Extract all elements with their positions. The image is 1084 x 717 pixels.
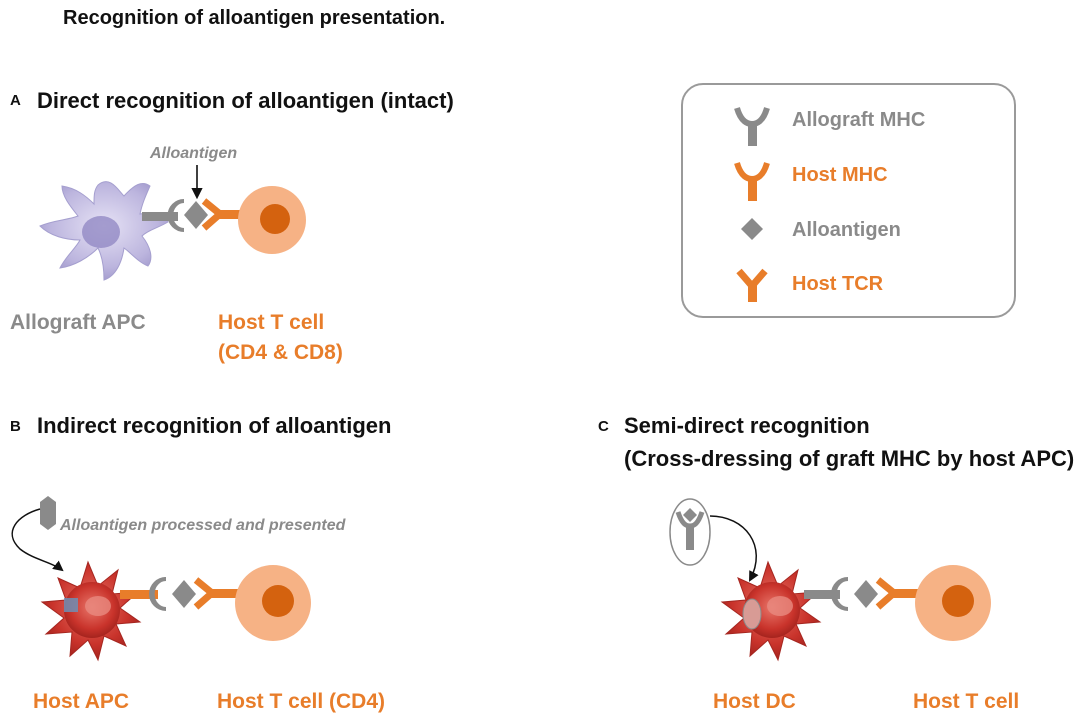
host-tcell-c-nucleus — [942, 585, 974, 617]
host-mhc-icon-b — [120, 577, 167, 611]
panel-b-process-label: Alloantigen processed and presented — [60, 517, 346, 534]
host-tcell-label-a-line1: Host T cell — [218, 311, 325, 334]
host-tcr-icon-c — [875, 577, 918, 610]
alloantigen-icon-b — [172, 580, 196, 608]
host-tcr-icon — [736, 268, 768, 302]
legend-box — [681, 83, 1016, 318]
host-tcr-icon-a — [201, 198, 242, 231]
legend-label-allograft-mhc: Allograft MHC — [792, 109, 926, 131]
host-tcell-label-c: Host T cell — [913, 690, 1020, 713]
allograft-mhc-icon — [734, 107, 770, 146]
panel-c-letter: C — [598, 418, 609, 435]
engulfed-vesicle-c — [742, 598, 762, 630]
panel-a-alloantigen-label: Alloantigen — [150, 145, 238, 162]
host-tcell-a-nucleus — [260, 204, 290, 234]
cross-dressing-arrow-c — [709, 515, 759, 582]
host-tcell-label-a-line2: (CD4 & CD8) — [218, 341, 343, 364]
panel-c-subtitle: (Cross-dressing of graft MHC by host APC… — [624, 446, 1075, 471]
panel-a-letter: A — [10, 92, 21, 109]
allograft-apc-cell — [39, 181, 169, 281]
alloantigen-icon — [741, 218, 763, 240]
host-tcell-label-b: Host T cell (CD4) — [217, 690, 386, 713]
allograft-apc-label: Allograft APC — [10, 311, 146, 334]
host-tcr-icon-b — [193, 577, 238, 610]
legend-label-host-mhc: Host MHC — [792, 164, 888, 186]
panel-c-title: Semi-direct recognition — [624, 413, 870, 438]
graft-mhc-vesicle-icon — [669, 498, 711, 566]
host-apc-cell — [40, 560, 142, 662]
alloantigen-icon-c — [854, 580, 878, 608]
host-mhc-icon — [734, 162, 770, 201]
host-dc-cell — [720, 560, 822, 662]
legend-label-host-tcr: Host TCR — [792, 273, 884, 295]
alloantigen-icon-a — [184, 201, 208, 229]
legend-label-alloantigen: Alloantigen — [792, 219, 901, 241]
host-dc-label: Host DC — [713, 690, 796, 713]
alloantigen-fragment-icon-b — [40, 496, 56, 530]
allograft-mhc-icon-c — [804, 577, 849, 611]
panel-b-letter: B — [10, 418, 21, 435]
processing-arrow-b — [11, 508, 64, 572]
host-apc-label: Host APC — [33, 690, 130, 713]
panel-b-title: Indirect recognition of alloantigen — [37, 413, 392, 438]
allograft-apc-nucleus — [82, 216, 120, 248]
panel-a-title: Direct recognition of alloantigen (intac… — [37, 88, 454, 113]
figure-title: Recognition of alloantigen presentation. — [63, 7, 446, 29]
processed-mhc-patch-b — [64, 598, 78, 612]
host-tcell-b-nucleus — [262, 585, 294, 617]
allograft-mhc-icon-a — [142, 199, 185, 232]
